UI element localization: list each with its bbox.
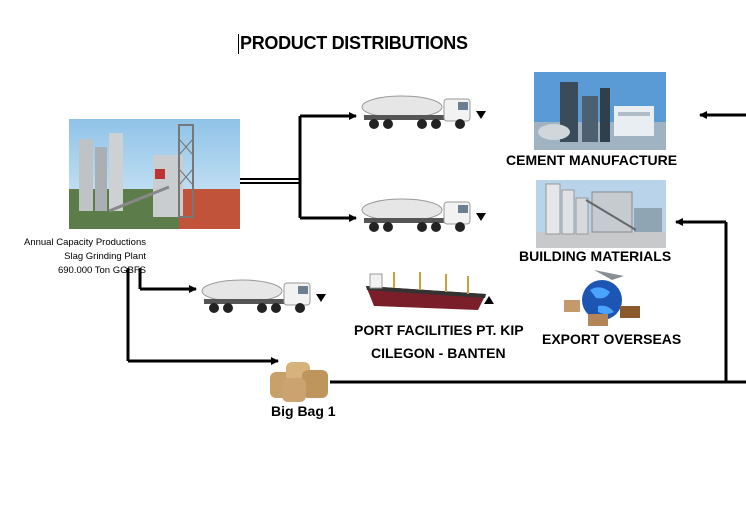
bulk-truck-3 bbox=[200, 277, 316, 315]
cement-manufacture-label: CEMENT MANUFACTURE bbox=[506, 152, 678, 168]
plant-line-3: 690.000 Ton GGBFS bbox=[57, 265, 146, 276]
bulk-ship-image bbox=[364, 268, 488, 314]
bulk-truck-2 bbox=[360, 196, 476, 234]
building-materials-label: BUILDING MATERIALS bbox=[519, 248, 672, 264]
big-bag-label: Big Bag 1 bbox=[271, 403, 336, 419]
big-bag-image bbox=[268, 358, 330, 402]
cement-plant-photo bbox=[534, 72, 666, 150]
plant-line-2: Slag Grinding Plant bbox=[64, 251, 146, 262]
export-overseas-label: EXPORT OVERSEAS bbox=[542, 331, 682, 347]
bulk-truck-1 bbox=[360, 93, 476, 131]
grinding-plant-photo bbox=[69, 119, 240, 229]
port-facilities-label-1: PORT FACILITIES PT. KIP bbox=[354, 322, 524, 338]
plant-capacity-text: Annual Capacity Productions Slag Grindin… bbox=[0, 236, 146, 278]
text-cursor bbox=[238, 34, 239, 54]
building-materials-photo bbox=[536, 180, 666, 248]
plant-line-1: Annual Capacity Productions bbox=[24, 237, 146, 248]
export-globe-image bbox=[560, 266, 646, 326]
port-facilities-label-2: CILEGON - BANTEN bbox=[371, 345, 506, 361]
page-title: PRODUCT DISTRIBUTIONS bbox=[240, 33, 468, 53]
